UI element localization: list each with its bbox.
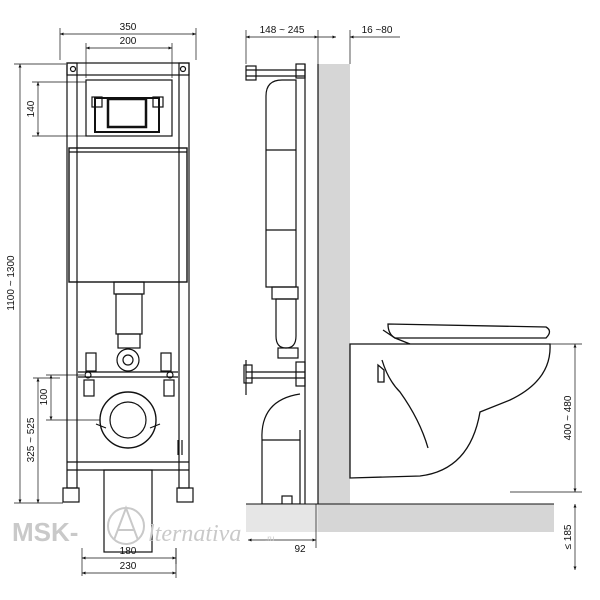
- dim-depth-range: 148 ~ 245: [260, 25, 305, 36]
- dim-top-height: 140: [26, 100, 37, 117]
- frame-right-foot: [176, 487, 194, 503]
- drain-pipe: [103, 469, 153, 553]
- dim-total-height: 1100 ~ 1300: [6, 255, 17, 311]
- drain-pipe-top: [116, 348, 140, 372]
- front-dimensions: [14, 28, 197, 578]
- toilet-bowl: [349, 343, 551, 479]
- dim-floor-gap: ≤ 185: [563, 524, 574, 549]
- cistern-body: [68, 147, 188, 283]
- dim-base-inner: 180: [120, 546, 137, 557]
- wall-and-floor: [246, 503, 554, 532]
- dim-inlet-height: 100: [39, 388, 50, 405]
- wall-hung-toilet: [349, 323, 551, 479]
- watermark-left-text: MSK-: [12, 517, 78, 547]
- side-view: [243, 63, 350, 519]
- watermark-suffix: .ru: [265, 534, 274, 543]
- dim-bowl-height: 400 ~ 480: [563, 395, 574, 440]
- side-dimensions: [245, 30, 582, 570]
- dim-foot-depth: 92: [294, 544, 306, 555]
- side-waste-pipe: [261, 393, 301, 505]
- waste-outlet: [99, 391, 157, 449]
- frame-left-foot: [62, 487, 80, 503]
- flush-plate-opening: [85, 79, 173, 137]
- dim-cistern-width: 200: [120, 36, 137, 47]
- wall: [318, 64, 350, 504]
- watermark: MSK- lternativa .ru: [12, 505, 274, 547]
- dim-base-outer: 230: [120, 561, 137, 572]
- watermark-right-text: lternativa: [148, 521, 241, 547]
- dim-wall-gap: 16 ~80: [362, 25, 393, 36]
- toilet-seat: [387, 323, 551, 339]
- frame-top-bar: [66, 62, 190, 76]
- watermark-logo-icon: [107, 505, 145, 545]
- dim-frame-width: 350: [120, 22, 137, 33]
- front-view: [62, 62, 194, 553]
- side-cistern: [265, 79, 297, 288]
- dim-outlet-height: 325 ~ 525: [26, 417, 37, 462]
